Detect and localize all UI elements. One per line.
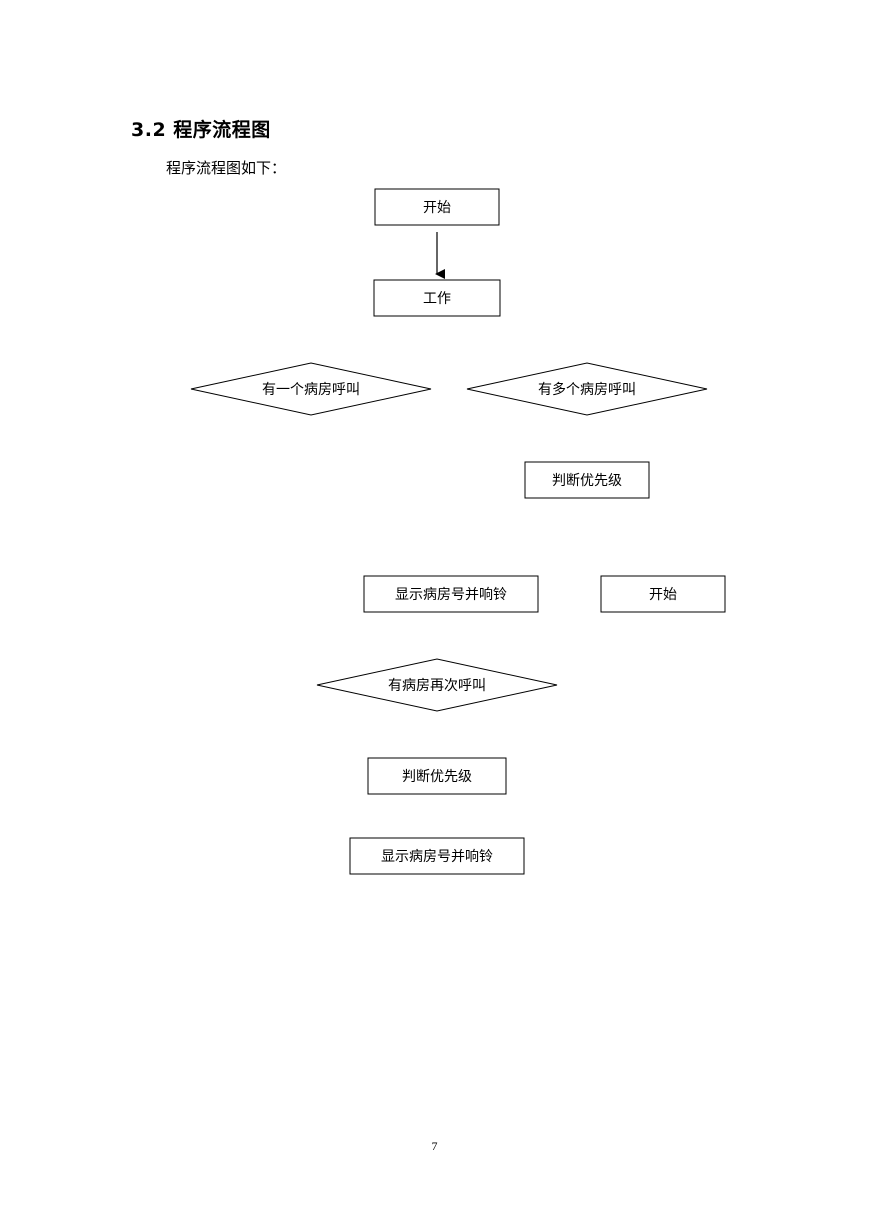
section-heading: 3.2 程序流程图: [131, 119, 271, 141]
process-box: [524, 461, 650, 499]
decision-diamond: [190, 362, 432, 416]
flow-node-one-ward-call: 有一个病房呼叫: [190, 362, 432, 416]
flow-node-label: 有多个病房呼叫: [538, 381, 636, 398]
process-box: [363, 575, 539, 613]
flow-node-judge-priority-2: 判断优先级: [367, 757, 507, 795]
intro-text: 程序流程图如下：: [166, 159, 287, 177]
process-box: [367, 757, 507, 795]
flow-node-start-1: 开始: [374, 188, 500, 226]
process-box: [374, 188, 500, 226]
flow-node-work: 工作: [373, 279, 501, 317]
flow-node-display-ring-2: 显示病房号并响铃: [349, 837, 525, 875]
flow-node-label: 开始: [649, 587, 677, 603]
flow-node-display-ring-1: 显示病房号并响铃: [363, 575, 539, 613]
flow-node-label: 判断优先级: [402, 769, 472, 785]
process-box: [349, 837, 525, 875]
decision-diamond: [316, 658, 558, 712]
flow-node-label: 开始: [423, 200, 451, 216]
decision-diamond: [466, 362, 708, 416]
flow-node-start-2: 开始: [600, 575, 726, 613]
flow-node-label: 判断优先级: [552, 473, 622, 489]
flow-node-ward-call-again: 有病房再次呼叫: [316, 658, 558, 712]
flow-node-label: 显示病房号并响铃: [381, 849, 493, 865]
flow-node-label: 有病房再次呼叫: [388, 678, 486, 694]
flow-node-label: 工作: [423, 291, 451, 307]
page-number: 7: [431, 1139, 438, 1153]
process-box: [600, 575, 726, 613]
process-box: [373, 279, 501, 317]
flow-node-label: 有一个病房呼叫: [262, 382, 360, 398]
flow-node-multi-ward-call: 有多个病房呼叫: [466, 362, 708, 416]
flow-node-judge-priority-1: 判断优先级: [524, 461, 650, 499]
flow-node-label: 显示病房号并响铃: [395, 587, 507, 603]
